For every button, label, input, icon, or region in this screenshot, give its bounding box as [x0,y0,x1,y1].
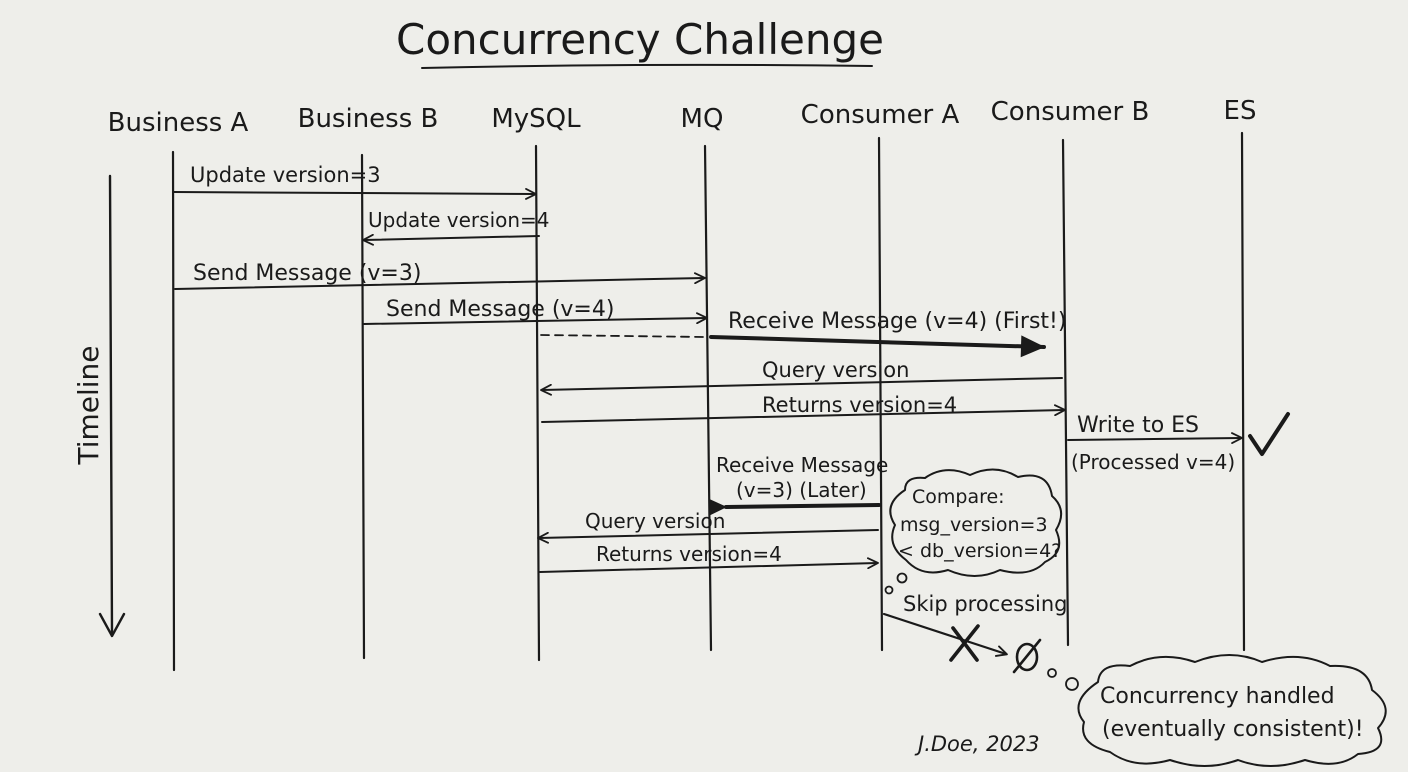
participant-consumer-a: Consumer A [801,100,960,130]
msg-receive-v3-label-2: (v=3) (Later) [736,478,867,502]
msg-write-es-label: Write to ES [1077,413,1199,438]
participant-mysql: MySQL [491,104,581,134]
result-bubble-line-2: (eventually consistent)! [1102,717,1364,742]
lifeline-consumer-b [1061,138,1070,647]
result-bubble [1077,654,1387,767]
compare-bubble-dot-1 [896,572,908,584]
msg-receive-v4-arrow [709,335,1046,358]
result-bubble-dot-1 [1047,668,1057,678]
participant-es: ES [1224,96,1257,126]
participant-consumer-b: Consumer B [991,97,1150,127]
diagram-title: Concurrency Challenge [396,15,884,64]
title-underline [421,63,873,69]
msg-returns-a-arrow [539,557,879,573]
dashed-connector [540,334,706,338]
compare-bubble-line-1: Compare: [912,486,1005,508]
result-bubble-line-1: Concurrency handled [1100,684,1335,709]
msg-update-v3-arrow [173,188,537,200]
empty-set-icon [1012,638,1042,674]
lifeline-business-b [360,153,366,660]
msg-query-a-arrow [537,529,879,544]
compare-bubble [889,468,1063,577]
participant-business-b: Business B [298,104,439,134]
lifeline-mysql [534,144,541,662]
msg-send-v3-arrow [174,272,706,290]
timeline-label: Timeline [72,345,105,465]
msg-send-v4-label: Send Message (v=4) [386,297,614,322]
msg-update-v3-label: Update version=3 [190,163,381,187]
lifeline-mq [703,144,713,652]
msg-query-b-arrow [540,377,1063,396]
signature: J.Doe, 2023 [914,732,1040,756]
msg-receive-v3-arrow [709,499,881,516]
skip-arrow [882,612,1008,657]
timeline-arrow-head [98,612,126,638]
timeline-arrow [108,174,114,636]
compare-bubble-line-2: msg_version=3 [900,514,1048,536]
msg-send-v4-arrow [363,312,708,325]
participant-business-a: Business A [108,108,249,138]
msg-update-v4-arrow [362,233,540,246]
check-mark-icon [1248,412,1290,456]
msg-returns-b-arrow [541,404,1066,423]
msg-send-v3-label: Send Message (v=3) [193,261,421,286]
msg-returns-a-label: Returns version=4 [596,542,782,566]
lifeline-business-a [171,150,176,672]
msg-query-b-label: Query version [762,358,909,382]
participant-mq: MQ [681,104,724,134]
msg-receive-v4-label: Receive Message (v=4) (First!) [728,309,1066,334]
result-bubble-dot-2 [1065,677,1079,691]
msg-update-v4-label: Update version=4 [368,208,550,232]
cross-icon [949,624,980,662]
skip-processing-label: Skip processing [903,592,1068,616]
msg-write-es-arrow [1067,432,1243,445]
msg-receive-v3-label-1: Receive Message [716,453,888,477]
lifeline-es [1240,131,1246,652]
compare-bubble-dot-2 [884,585,894,595]
msg-query-a-label: Query version [585,509,725,533]
compare-bubble-line-3: < db_version=4? [898,540,1061,562]
lifeline-consumer-a [877,136,884,652]
msg-processed-label: (Processed v=4) [1071,450,1235,474]
